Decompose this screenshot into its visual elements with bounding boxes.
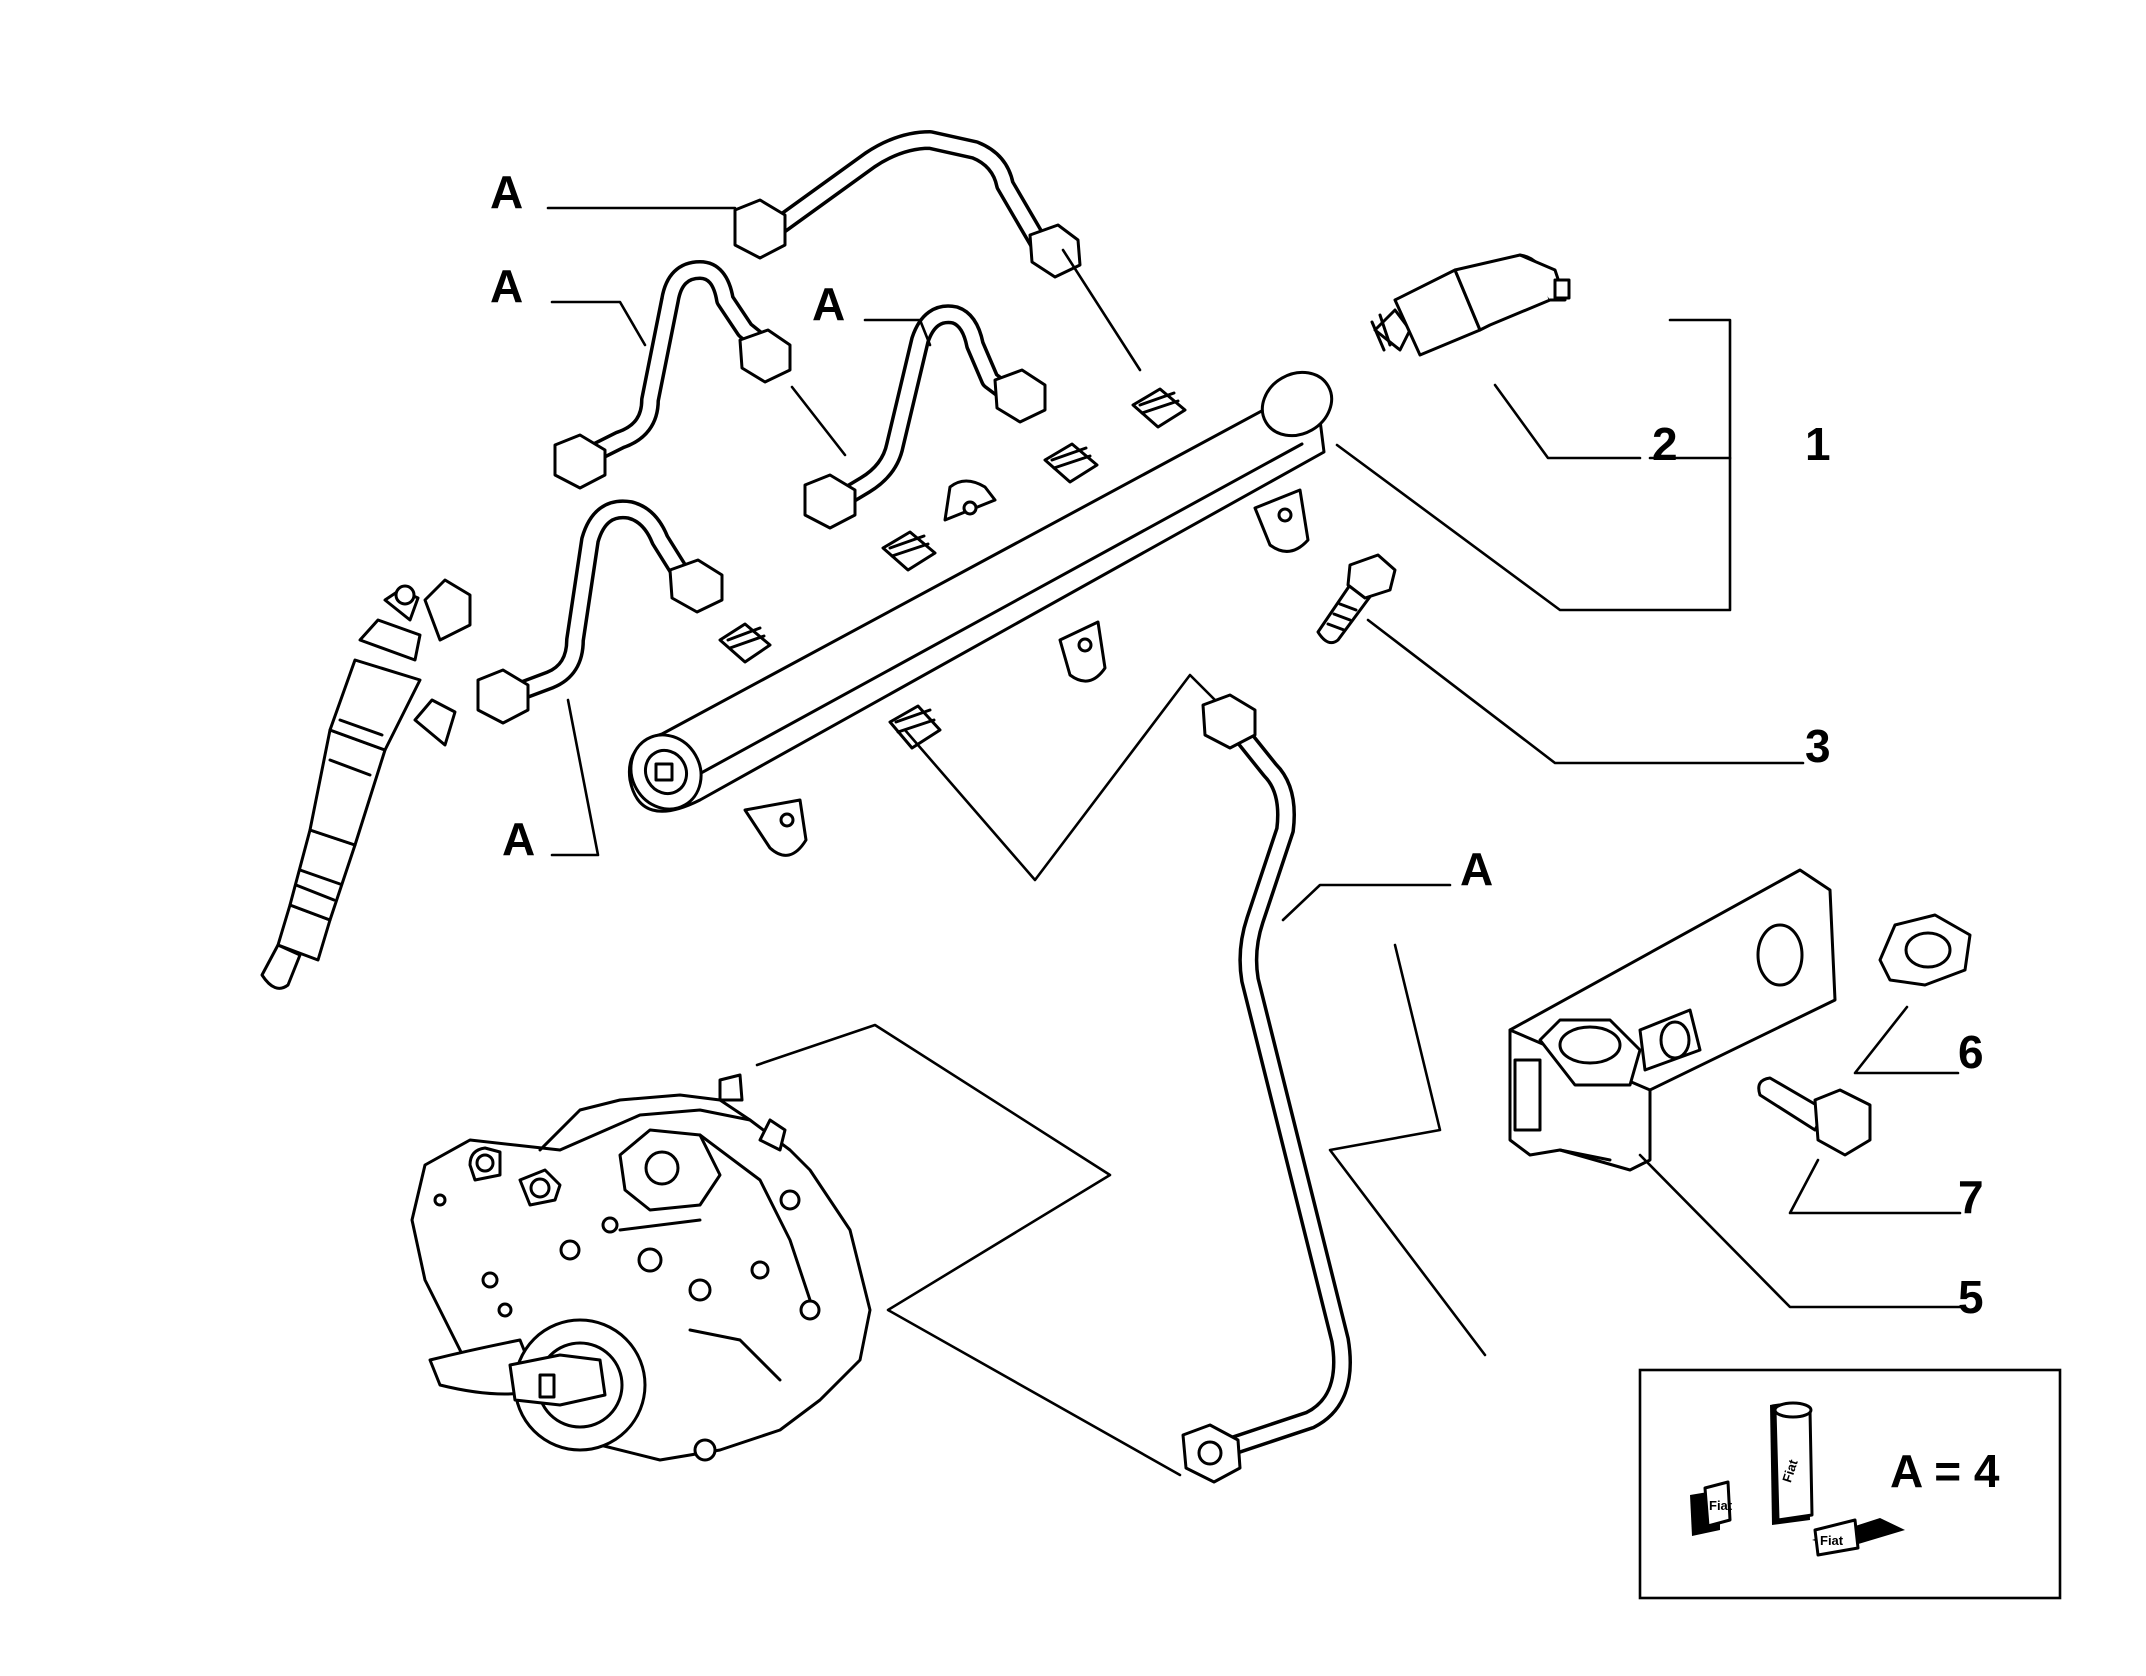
callout-5: 5 xyxy=(1958,1271,1984,1323)
callout-a-injector: A xyxy=(502,813,535,865)
callout-a-top: A xyxy=(490,166,523,218)
high-pressure-pump xyxy=(410,1073,872,1462)
pipe-nuts xyxy=(476,198,1257,1484)
legend-brand-3: Fiat xyxy=(1820,1533,1844,1548)
nut xyxy=(1878,913,1972,987)
legend-brand-1: Fiat xyxy=(1709,1498,1733,1513)
bolt xyxy=(1316,553,1397,645)
callout-a-left: A xyxy=(490,260,523,312)
callout-6: 6 xyxy=(1958,1026,1984,1078)
injector xyxy=(260,578,472,990)
bracket-bolt xyxy=(1757,1076,1872,1157)
bracket xyxy=(1508,868,1837,1172)
callout-2: 2 xyxy=(1652,418,1678,470)
legend-brand-2: Fiat xyxy=(1779,1457,1801,1484)
quantity-legend: Fiat Fiat Fiat A = 4 xyxy=(1638,1368,2062,1600)
callout-7: 7 xyxy=(1958,1171,1984,1223)
pressure-sensor xyxy=(1370,253,1571,357)
fuel-rail xyxy=(627,370,1334,857)
injector-pipes xyxy=(476,130,1352,1484)
callout-a-middle: A xyxy=(812,278,845,330)
callout-3: 3 xyxy=(1805,720,1831,772)
quantity-note: A = 4 xyxy=(1890,1445,2000,1497)
leader-lines xyxy=(546,206,1962,1477)
callout-1: 1 xyxy=(1805,418,1831,470)
callout-labels: A A A A A 1 2 3 5 6 7 xyxy=(490,166,1984,1323)
callout-a-supply: A xyxy=(1460,843,1493,895)
outlet-stubs xyxy=(718,387,1187,750)
